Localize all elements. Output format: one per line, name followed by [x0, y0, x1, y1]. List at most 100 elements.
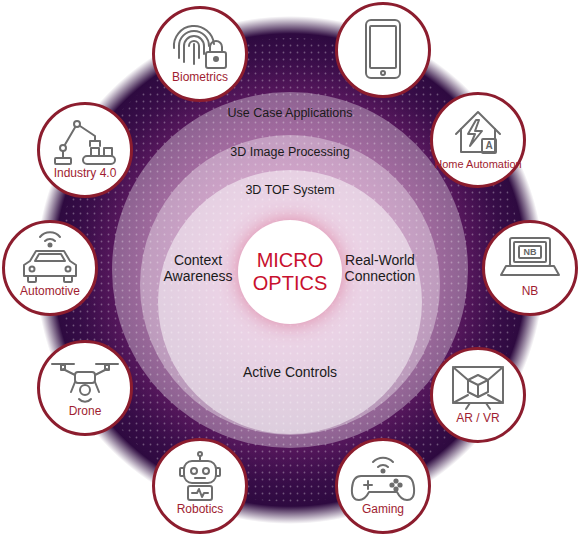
circle-shape: [4, 222, 97, 315]
drone-icon: [105, 365, 109, 370]
notebook-circle: NB NB: [482, 220, 578, 316]
bottom-label: Active Controls: [210, 364, 370, 380]
fingerprint-lock-icon: [178, 46, 180, 58]
robot-arm-icon: [55, 158, 71, 164]
robot-icon: [180, 468, 184, 476]
ring-label: Use Case Applications: [190, 106, 390, 120]
circle-outline: [482, 220, 578, 316]
fingerprint-lock-icon: [174, 26, 226, 68]
ar-vr-icon: [468, 375, 488, 397]
smart-home-icon: [482, 139, 496, 153]
core-circle: MICRO OPTICS: [238, 220, 342, 324]
core-title: MICRO OPTICS: [245, 249, 335, 295]
fingerprint-lock-icon: [193, 44, 195, 64]
robot-icon: [184, 461, 216, 483]
fingerprint-lock-icon: [206, 52, 226, 68]
laptop-icon: [514, 242, 546, 262]
gamepad-icon: [394, 487, 397, 490]
laptop-icon: [519, 246, 541, 258]
robot-icon: [198, 452, 202, 456]
drone-icon: [52, 363, 118, 365]
ar-vr-icon: [453, 367, 503, 403]
connected-car-icon: [49, 244, 52, 247]
biometrics-circle: Biometrics: [152, 6, 248, 102]
drone-icon: [63, 369, 107, 375]
circle-shape: [112, 92, 468, 448]
connected-car-icon: [30, 267, 35, 272]
drone-icon: [61, 365, 65, 370]
gamepad-icon: [352, 458, 414, 500]
drone-icon: [79, 399, 91, 402]
circle-shape: [337, 440, 430, 533]
circle-outline: [430, 92, 526, 188]
drone-icon: [80, 385, 90, 395]
icon-label: Gaming: [333, 503, 433, 517]
robot-icon: [199, 456, 201, 461]
circle-outline: [37, 340, 133, 436]
circle-shape: [39, 104, 132, 197]
circle-outline: [37, 102, 133, 198]
icon-label: AR / VR: [428, 412, 528, 426]
connected-car-icon: [28, 276, 36, 282]
fingerprint-lock-icon: [174, 26, 214, 48]
icon-letter: A: [482, 140, 496, 152]
fingerprint-lock-icon: [210, 41, 222, 52]
connected-car-icon: [66, 267, 71, 272]
robot-arm-icon: [60, 145, 66, 151]
circle-shape: [432, 349, 525, 442]
robot-arm-icon: [55, 121, 115, 164]
tof-system-ring: 3D TOF SystemContext AwarenessReal-World…: [158, 170, 422, 434]
circle-outline: [430, 347, 526, 443]
icon-label: Industry 4.0: [35, 167, 135, 181]
tablet-circle: [337, 4, 430, 97]
robot-icon: [192, 489, 208, 497]
gamepad-icon: [382, 470, 385, 473]
side-label: Context Awareness: [156, 252, 240, 284]
icon-label: NB: [480, 285, 580, 299]
ar-vr-circle: AR / VR: [430, 347, 526, 443]
laptop-icon: [501, 266, 559, 275]
connected-car-icon: [24, 251, 76, 276]
gamepad-icon: [378, 465, 388, 467]
connected-car-icon: [24, 232, 76, 282]
icon-label: Biometrics: [150, 71, 250, 85]
circle-shape: [154, 8, 247, 101]
automotive-circle: Automotive: [2, 220, 98, 316]
circle-shape: [238, 220, 342, 324]
screen-text: NB: [519, 247, 541, 257]
purple-disc: [36, 16, 544, 524]
robot-icon: [216, 468, 220, 476]
circle-shape: [39, 342, 132, 435]
ar-vr-icon: [466, 403, 490, 409]
icon-label: Automotive: [0, 285, 100, 299]
drone-icon: [75, 372, 95, 383]
robot-icon: [188, 486, 212, 500]
side-label: Real-World Connection: [334, 252, 426, 284]
connected-car-icon: [45, 239, 55, 241]
circle-outline: [2, 220, 98, 316]
robot-icon: [180, 452, 220, 500]
smart-home-icon: [456, 112, 500, 153]
fingerprint-lock-icon: [189, 41, 199, 58]
circle-shape: [154, 440, 247, 533]
icon-label: Home Automation: [428, 158, 528, 171]
drone-icon: [52, 364, 118, 402]
fingerprint-lock-icon: [214, 57, 218, 61]
robot-arm-icon: [104, 148, 112, 156]
smart-home-icon: [468, 120, 482, 146]
ar-vr-icon: [453, 367, 503, 409]
circle-outline: [152, 6, 248, 102]
home-automation-circle: A Home Automation: [430, 92, 526, 188]
laptop-icon: [510, 238, 550, 266]
gamepad-icon: [373, 458, 393, 462]
gamepad-icon: [364, 481, 372, 489]
tablet-icon: [381, 71, 385, 75]
connected-car-icon: [40, 232, 60, 237]
circle-shape: [158, 170, 422, 434]
laptop-icon: [501, 238, 559, 275]
tablet-icon: [370, 26, 396, 68]
circle-outline: [152, 438, 248, 534]
gamepad-icon: [394, 479, 397, 482]
robot-icon: [195, 477, 205, 479]
fingerprint-lock-icon: [183, 46, 185, 62]
